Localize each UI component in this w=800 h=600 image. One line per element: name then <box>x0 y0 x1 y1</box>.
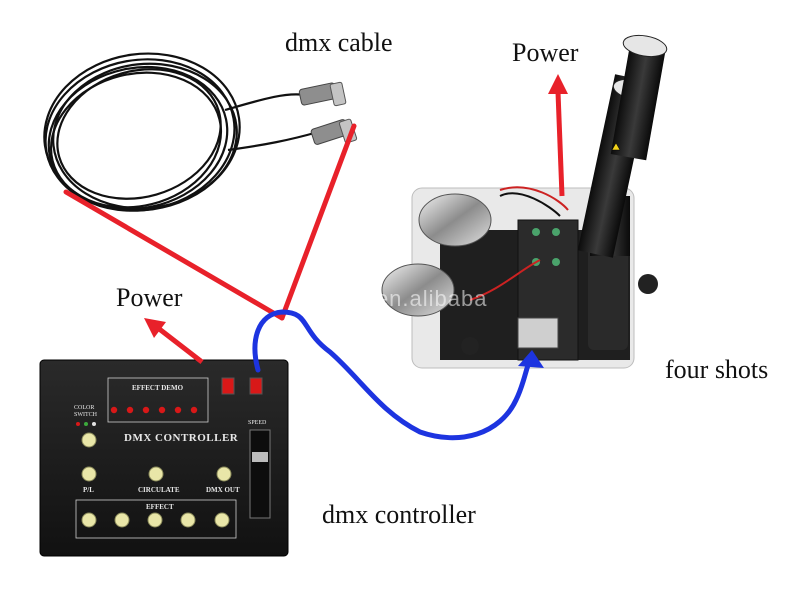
cable-to-controller-line-left <box>63 189 285 321</box>
panel-color-switch-1: COLOR <box>74 405 95 411</box>
power-arrow-top <box>548 74 568 197</box>
panel-dmx-out: DMX OUT <box>206 486 240 494</box>
four-shots-machine <box>381 34 668 369</box>
watermark-text: xihuan.en.alibaba <box>298 286 488 311</box>
dmx-controller-image <box>39 359 289 557</box>
cable-to-controller-line-right <box>279 123 357 321</box>
dmx-signal-line <box>252 309 544 441</box>
power-label-top: Power <box>512 38 579 67</box>
panel-effect: EFFECT <box>146 503 174 511</box>
four-shots-label: four shots <box>665 355 769 384</box>
panel-buttons <box>81 432 232 528</box>
panel-effect-demo: EFFECT DEMO <box>132 384 184 392</box>
panel-speed: SPEED <box>248 420 267 426</box>
panel-circulate: CIRCULATE <box>138 486 180 494</box>
power-label-left: Power <box>116 283 183 312</box>
dmx-cable-label: dmx cable <box>285 28 393 57</box>
color-leds <box>76 422 96 426</box>
dmx-cable-image <box>43 52 319 212</box>
xlr-connectors <box>298 81 358 145</box>
panel-pl: P/L <box>83 486 94 494</box>
effect-demo-leds <box>110 406 198 414</box>
panel-title: DMX CONTROLLER <box>124 432 239 444</box>
power-arrow-left <box>144 318 204 364</box>
panel-color-switch-2: SWITCH <box>74 412 97 418</box>
dmx-controller-label: dmx controller <box>322 500 476 529</box>
connection-lines <box>63 123 357 321</box>
